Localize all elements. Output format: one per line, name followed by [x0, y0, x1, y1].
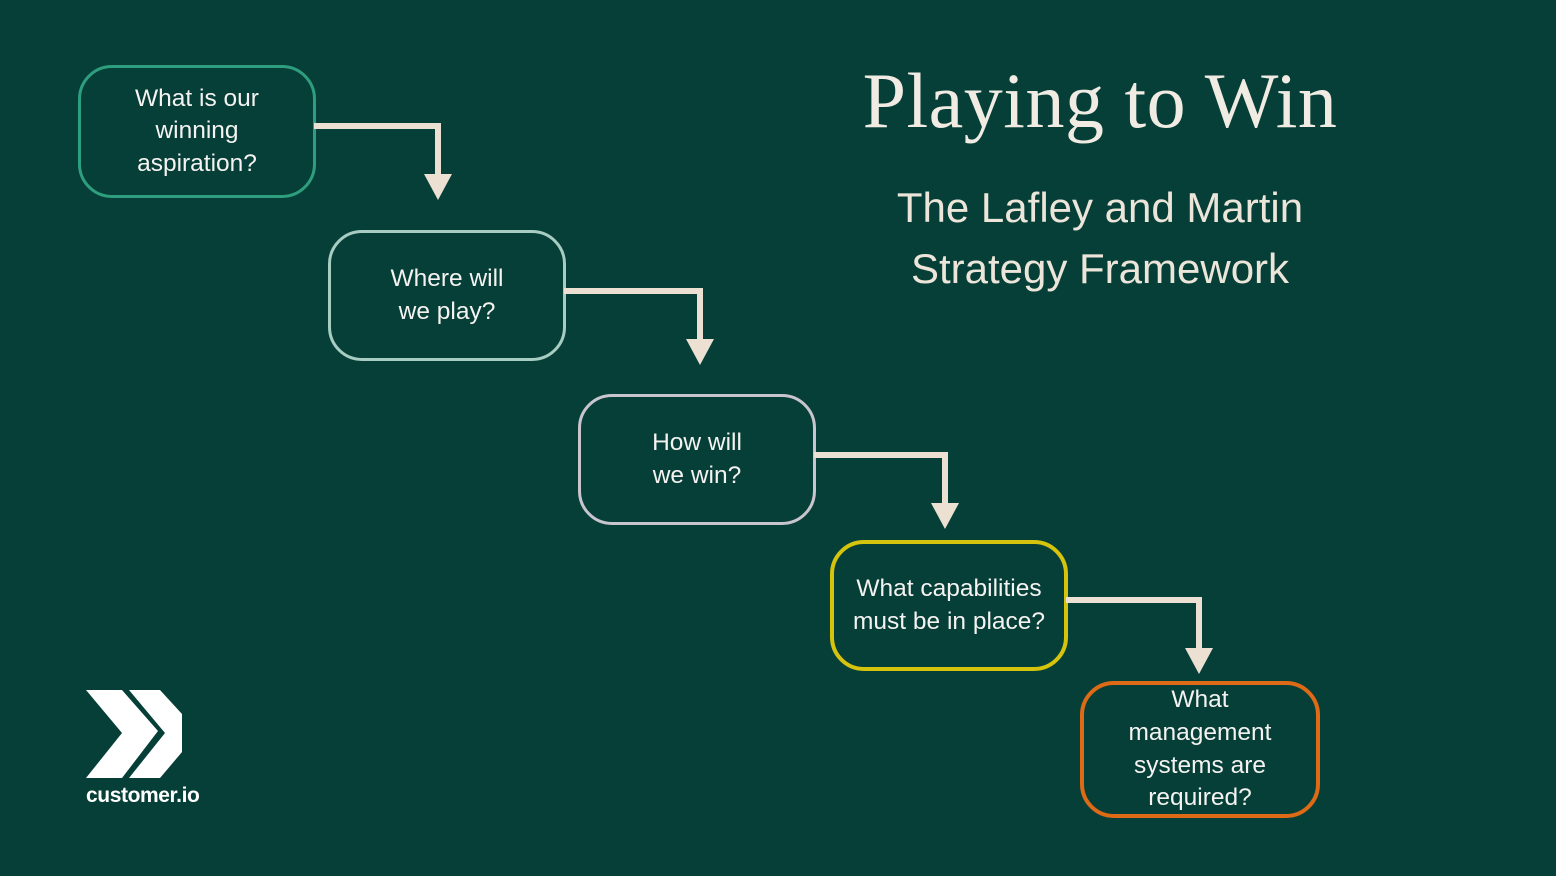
arrow-elbow-icon — [564, 288, 714, 365]
flow-node-line-2: we play? — [398, 297, 496, 325]
flow-node-text: What capabilities must be in place? — [853, 573, 1045, 638]
flow-node-line-1: What management — [1128, 686, 1272, 746]
arrow-elbow-icon — [1066, 597, 1213, 674]
flow-node-capabilities: What capabilities must be in place? — [830, 540, 1068, 671]
flow-node-text: Where will we play? — [391, 263, 504, 328]
flow-node-line-2: must be in place? — [852, 607, 1046, 635]
arrow-elbow-icon — [814, 452, 959, 529]
subtitle-line-1: The Lafley and Martin — [896, 184, 1304, 231]
page-title: Playing to Win — [862, 57, 1338, 144]
flow-node-line-1: What capabilities — [856, 574, 1042, 602]
customerio-logo: customer.io — [86, 690, 236, 806]
customerio-chevron-icon — [86, 690, 182, 778]
flow-node-text: What management systems are required? — [1098, 684, 1302, 814]
flow-node-where-to-play: Where will we play? — [328, 230, 566, 361]
connector-arrow-3 — [814, 447, 974, 537]
flow-node-text: How will we win? — [652, 427, 742, 492]
connector-arrow-4 — [1066, 592, 1226, 682]
flow-node-line-1: Where will — [390, 264, 504, 292]
flow-node-line-2: we win? — [652, 461, 742, 489]
flow-node-winning-aspiration: What is our winning aspiration? — [78, 65, 316, 198]
page-subtitle: The Lafley and Martin Strategy Framework — [840, 178, 1360, 300]
connector-arrow-2 — [564, 283, 724, 373]
flow-node-line-1: What is our — [135, 84, 259, 112]
arrow-elbow-icon — [314, 123, 452, 200]
subtitle-line-2: Strategy Framework — [910, 244, 1290, 292]
flow-node-text: What is our winning aspiration? — [135, 83, 259, 181]
flow-node-line-2: systems are — [1133, 751, 1267, 779]
flow-node-line-2: winning — [155, 117, 239, 145]
title-block: Playing to Win The Lafley and Martin Str… — [840, 62, 1360, 300]
flow-node-line-3: required? — [1148, 784, 1252, 812]
connector-arrow-1 — [314, 118, 464, 208]
customerio-wordmark: customer.io — [86, 784, 200, 807]
flow-node-line-1: How will — [652, 428, 742, 456]
flow-node-management-systems: What management systems are required? — [1080, 681, 1320, 818]
flow-node-how-to-win: How will we win? — [578, 394, 816, 525]
flow-node-line-3: aspiration? — [137, 149, 257, 177]
